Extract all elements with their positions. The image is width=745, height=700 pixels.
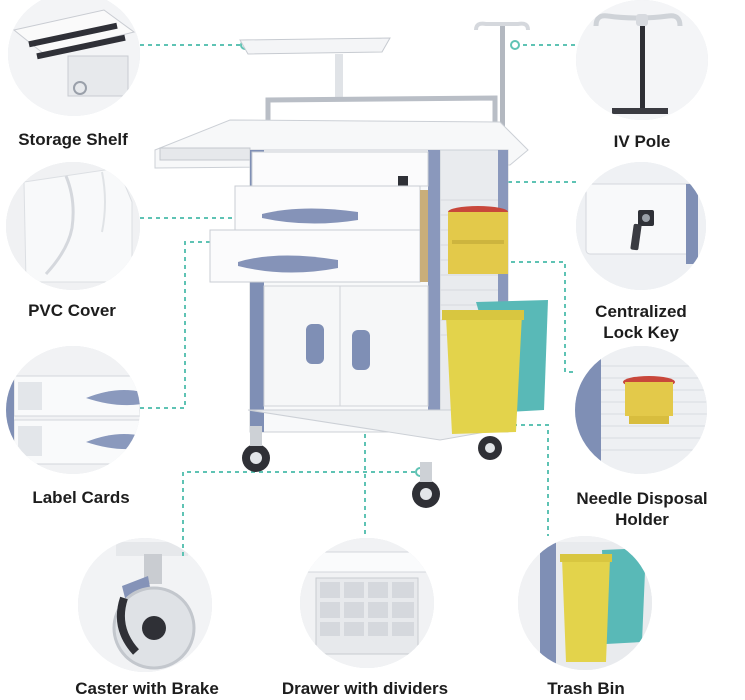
storage-shelf-detail xyxy=(8,0,140,116)
label-trash-bin: Trash Bin xyxy=(547,679,625,698)
iv-pole-detail xyxy=(576,0,708,120)
needle-holder-detail xyxy=(575,346,707,474)
label-needle-holder-line1: Needle Disposal xyxy=(576,489,708,508)
label-lock-key-line1: Centralized xyxy=(595,302,687,321)
pvc-cover-detail xyxy=(6,162,140,290)
label-pvc-cover: PVC Cover xyxy=(28,301,116,320)
label-needle-holder: Needle Disposal Holder xyxy=(558,488,726,530)
drawer-detail xyxy=(300,538,434,668)
trash-bin-detail xyxy=(518,536,652,670)
lock-key-detail xyxy=(576,162,706,290)
label-caster: Caster with Brake xyxy=(75,679,219,698)
label-cards-detail xyxy=(6,346,140,474)
label-iv-pole: IV Pole xyxy=(613,132,671,151)
label-lock-key-line2: Lock Key xyxy=(603,323,679,342)
caster-detail xyxy=(78,538,212,672)
label-lock-key: Centralized Lock Key xyxy=(566,301,716,343)
label-storage-shelf: Storage Shelf xyxy=(18,130,128,149)
label-label-cards: Label Cards xyxy=(32,488,130,507)
label-drawer: Drawer with dividers xyxy=(281,679,449,698)
label-needle-holder-line2: Holder xyxy=(615,510,669,529)
